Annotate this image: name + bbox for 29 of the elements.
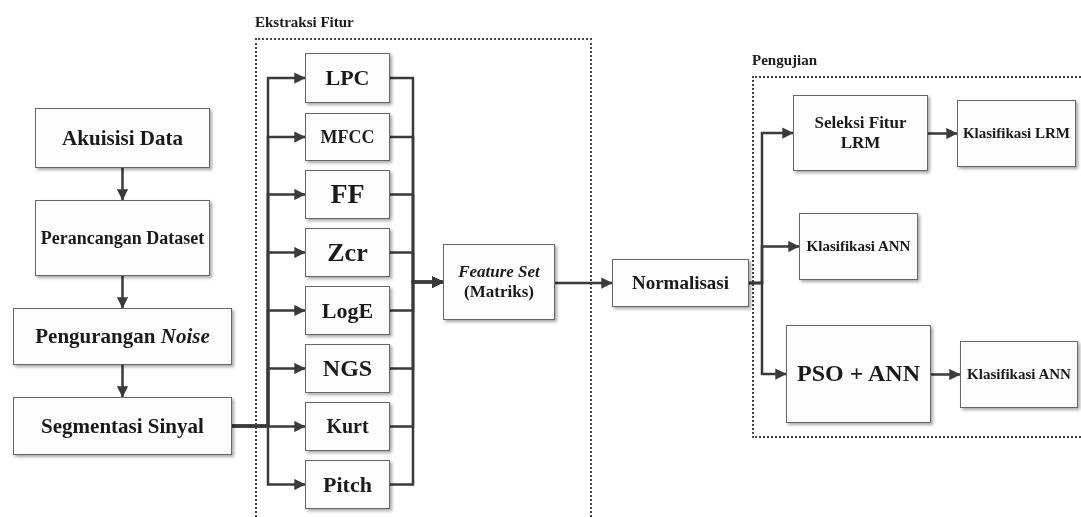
process-box: Segmentasi Sinyal	[13, 397, 232, 455]
arrow	[928, 127, 958, 140]
arrow	[749, 281, 787, 380]
arrow	[931, 368, 961, 381]
process-box: MFCC	[305, 113, 390, 161]
group-heading: Ekstraksi Fitur	[255, 14, 354, 31]
process-box: Pengurangan Noise	[13, 308, 232, 365]
arrow	[116, 276, 129, 309]
process-box: LPC	[305, 53, 390, 103]
arrow	[555, 277, 613, 289]
process-box: FF	[305, 170, 390, 219]
process-box: Klasifikasi ANN	[799, 213, 918, 280]
process-box: Feature Set (Matriks)	[443, 244, 555, 320]
process-box: Zcr	[305, 228, 390, 277]
arrow	[116, 365, 129, 398]
process-box: Klasifikasi LRM	[957, 100, 1076, 167]
process-box: Normalisasi	[612, 259, 749, 307]
arrow	[232, 424, 306, 491]
process-box: Perancangan Dataset	[35, 200, 210, 276]
process-box: Seleksi Fitur LRM	[793, 95, 928, 171]
process-box: PSO + ANN	[786, 325, 931, 423]
process-box: Klasifikasi ANN	[960, 341, 1078, 408]
process-box: Pitch	[305, 460, 390, 509]
process-box: LogE	[305, 286, 390, 335]
process-box: Akuisisi Data	[35, 108, 210, 168]
process-box: NGS	[305, 344, 390, 393]
group-heading: Pengujian	[752, 52, 817, 69]
process-box: Kurt	[305, 402, 390, 451]
arrow	[116, 168, 129, 201]
